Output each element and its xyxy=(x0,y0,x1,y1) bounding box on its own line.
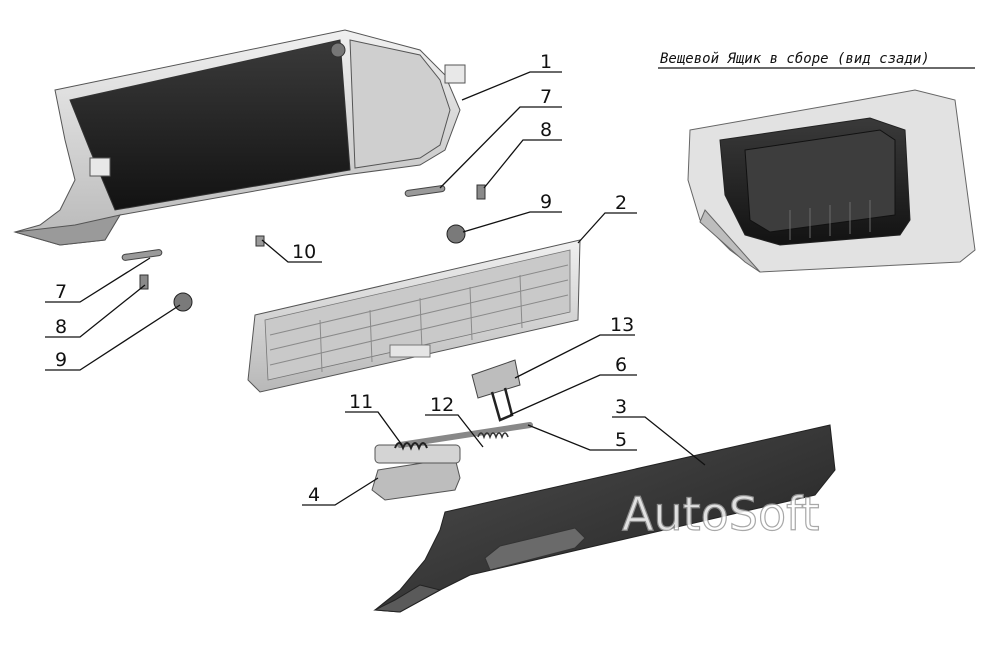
part-1-glovebox-body xyxy=(13,29,466,246)
callout-1: 1 xyxy=(540,51,552,73)
callout-9-lower: 9 xyxy=(55,349,67,371)
watermark: AutoSoft xyxy=(622,487,820,541)
callout-2: 2 xyxy=(615,192,627,214)
part-3-lid-cover xyxy=(373,424,836,613)
callout-7-lower: 7 xyxy=(55,281,67,303)
part-9-bumper-upper xyxy=(446,224,466,244)
part-7-pin-upper xyxy=(404,185,446,197)
callout-11: 11 xyxy=(349,391,373,413)
callout-13: 13 xyxy=(610,314,634,336)
callout-labels: 1 7 8 9 2 7 8 9 10 13 6 3 5 11 12 4 xyxy=(55,51,634,506)
part-8-screw-lower xyxy=(139,274,149,290)
callout-3: 3 xyxy=(615,396,627,418)
callout-4: 4 xyxy=(308,484,320,506)
part-13-bracket xyxy=(471,359,521,422)
part-2-inner-panel xyxy=(247,239,581,393)
inset-title: Вещевой Ящик в сборе (вид сзади) xyxy=(660,51,930,67)
inset-assembly-rear-view xyxy=(687,89,976,273)
leader-lines xyxy=(45,67,975,506)
callout-12: 12 xyxy=(430,394,454,416)
callout-5: 5 xyxy=(615,429,627,451)
callout-8-lower: 8 xyxy=(55,316,67,338)
callout-7-upper: 7 xyxy=(540,86,552,108)
callout-9-upper: 9 xyxy=(540,191,552,213)
part-7-pin-lower xyxy=(121,249,163,261)
callout-8-upper: 8 xyxy=(540,119,552,141)
part-9-bumper-lower xyxy=(173,292,193,312)
parts-11-12-5-latch-rod xyxy=(394,422,533,451)
callout-10: 10 xyxy=(292,241,316,263)
callout-6: 6 xyxy=(615,354,627,376)
part-4-handle xyxy=(371,444,461,501)
part-8-screw-upper xyxy=(476,184,486,200)
